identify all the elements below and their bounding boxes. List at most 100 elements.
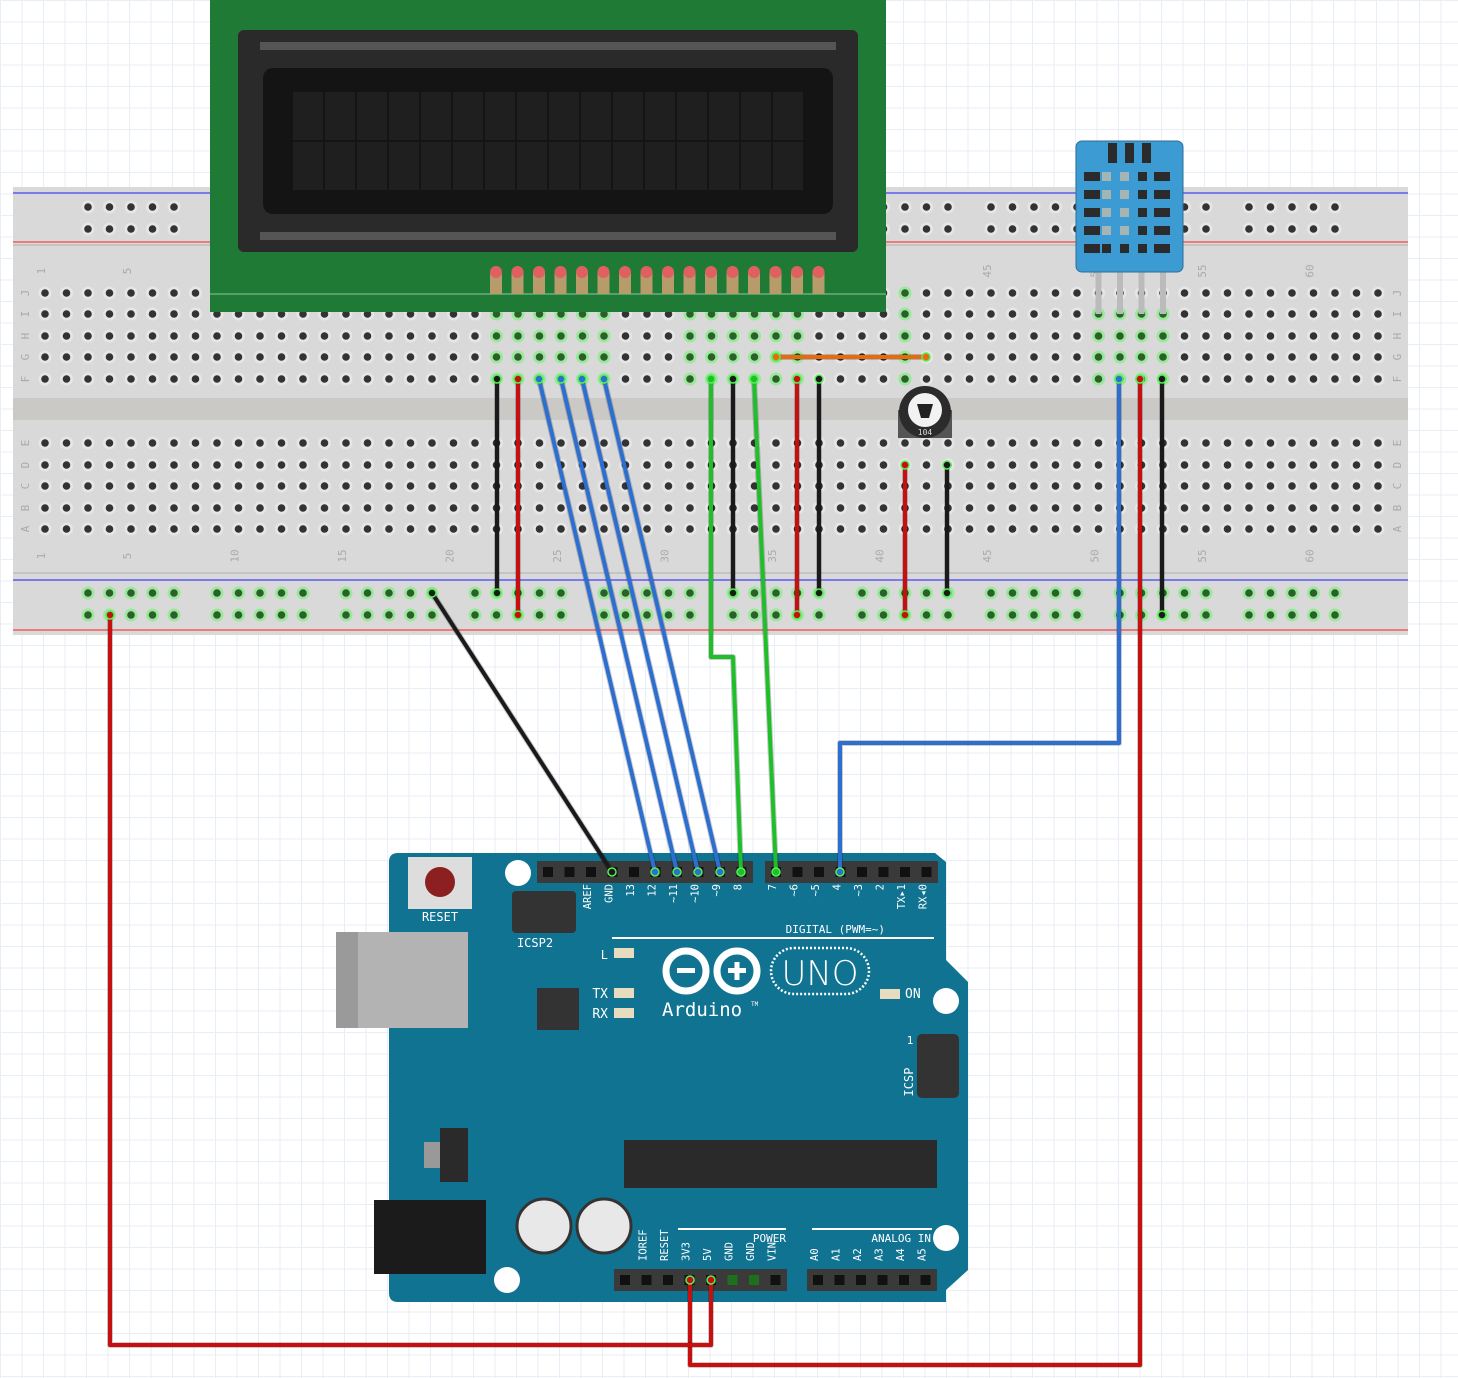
breadboard-hole[interactable]: [471, 310, 479, 318]
breadboard-hole[interactable]: [1266, 332, 1275, 340]
breadboard-hole[interactable]: [1245, 375, 1253, 383]
breadboard-hole[interactable]: [643, 439, 651, 447]
breadboard-hole[interactable]: [84, 439, 92, 447]
breadboard-hole[interactable]: [213, 461, 221, 469]
breadboard-hole[interactable]: [987, 525, 995, 533]
wire-end[interactable]: [577, 374, 587, 384]
dht11-sensor[interactable]: [1075, 140, 1184, 314]
header-pin[interactable]: [878, 867, 889, 877]
breadboard-hole[interactable]: [1008, 611, 1017, 619]
breadboard-hole[interactable]: [1266, 289, 1275, 297]
dht-data-wire[interactable]: [838, 377, 1121, 874]
breadboard-hole[interactable]: [901, 225, 909, 233]
breadboard-hole[interactable]: [105, 289, 114, 297]
breadboard-hole[interactable]: [127, 310, 135, 318]
breadboard-hole[interactable]: [213, 310, 221, 318]
breadboard-hole[interactable]: [1352, 375, 1361, 383]
breadboard-hole[interactable]: [1352, 461, 1361, 469]
breadboard-hole[interactable]: [1094, 482, 1103, 490]
breadboard-hole[interactable]: [148, 461, 157, 469]
wire-end[interactable]: [814, 374, 824, 384]
breadboard-hole[interactable]: [406, 589, 415, 597]
breadboard-hole[interactable]: [879, 439, 888, 447]
breadboard-hole[interactable]: [772, 525, 780, 533]
breadboard-hole[interactable]: [449, 375, 458, 383]
breadboard-hole[interactable]: [148, 375, 157, 383]
breadboard-hole[interactable]: [299, 375, 307, 383]
breadboard-hole[interactable]: [1094, 439, 1103, 447]
breadboard-hole[interactable]: [1245, 203, 1253, 211]
breadboard-hole[interactable]: [127, 203, 135, 211]
breadboard-hole[interactable]: [213, 589, 221, 597]
breadboard-hole[interactable]: [557, 504, 565, 512]
breadboard-hole[interactable]: [879, 589, 888, 597]
breadboard-hole[interactable]: [1331, 589, 1339, 597]
breadboard-hole[interactable]: [772, 504, 780, 512]
breadboard-hole[interactable]: [148, 589, 157, 597]
breadboard-hole[interactable]: [1331, 461, 1339, 469]
breadboard-hole[interactable]: [1374, 289, 1382, 297]
breadboard-hole[interactable]: [1374, 310, 1382, 318]
breadboard-hole[interactable]: [987, 332, 995, 340]
breadboard-hole[interactable]: [1051, 525, 1060, 533]
breadboard-hole[interactable]: [428, 332, 436, 340]
breadboard-hole[interactable]: [127, 525, 135, 533]
breadboard-hole[interactable]: [858, 589, 866, 597]
breadboard-hole[interactable]: [320, 353, 329, 361]
breadboard-hole[interactable]: [1266, 461, 1275, 469]
breadboard-hole[interactable]: [191, 504, 200, 512]
breadboard-hole[interactable]: [879, 525, 888, 533]
breadboard-hole[interactable]: [277, 353, 286, 361]
breadboard-hole[interactable]: [1073, 332, 1081, 340]
breadboard-hole[interactable]: [170, 289, 178, 297]
breadboard-hole[interactable]: [664, 525, 673, 533]
wire-end[interactable]: [492, 374, 502, 384]
breadboard-hole[interactable]: [191, 375, 200, 383]
breadboard-hole[interactable]: [793, 332, 802, 340]
breadboard-hole[interactable]: [1352, 482, 1361, 490]
breadboard-hole[interactable]: [105, 353, 114, 361]
breadboard-hole[interactable]: [1008, 525, 1017, 533]
breadboard-hole[interactable]: [428, 439, 436, 447]
breadboard-hole[interactable]: [1245, 589, 1253, 597]
breadboard-hole[interactable]: [277, 375, 286, 383]
breadboard-hole[interactable]: [234, 589, 243, 597]
breadboard-hole[interactable]: [213, 439, 221, 447]
breadboard-hole[interactable]: [686, 461, 694, 469]
breadboard-hole[interactable]: [1180, 589, 1189, 597]
breadboard-hole[interactable]: [1008, 225, 1017, 233]
breadboard-hole[interactable]: [62, 353, 71, 361]
breadboard-hole[interactable]: [879, 504, 888, 512]
header-pin[interactable]: [727, 1275, 738, 1285]
breadboard-hole[interactable]: [492, 611, 501, 619]
breadboard-hole[interactable]: [406, 310, 415, 318]
breadboard-hole[interactable]: [1159, 353, 1167, 361]
wire-end[interactable]: [599, 374, 609, 384]
breadboard-hole[interactable]: [406, 482, 415, 490]
breadboard-hole[interactable]: [1288, 504, 1296, 512]
breadboard-hole[interactable]: [84, 332, 92, 340]
wire-end[interactable]: [427, 588, 437, 598]
breadboard-hole[interactable]: [557, 525, 565, 533]
breadboard-hole[interactable]: [535, 589, 544, 597]
breadboard-hole[interactable]: [1223, 482, 1232, 490]
breadboard-hole[interactable]: [1180, 525, 1189, 533]
breadboard-hole[interactable]: [1309, 461, 1318, 469]
breadboard-hole[interactable]: [686, 439, 694, 447]
breadboard-hole[interactable]: [1030, 611, 1038, 619]
breadboard-hole[interactable]: [342, 439, 350, 447]
breadboard-hole[interactable]: [471, 482, 479, 490]
lcd-d5-wire[interactable]: [580, 377, 700, 874]
breadboard-hole[interactable]: [1073, 611, 1081, 619]
breadboard-hole[interactable]: [1051, 504, 1060, 512]
breadboard-hole[interactable]: [901, 332, 909, 340]
breadboard-hole[interactable]: [901, 439, 909, 447]
breadboard-hole[interactable]: [1030, 461, 1038, 469]
breadboard-hole[interactable]: [621, 439, 630, 447]
breadboard-hole[interactable]: [922, 332, 931, 340]
breadboard-hole[interactable]: [105, 439, 114, 447]
breadboard-hole[interactable]: [1266, 482, 1275, 490]
breadboard-hole[interactable]: [406, 353, 415, 361]
breadboard-hole[interactable]: [1051, 589, 1060, 597]
wire-end[interactable]: [728, 588, 738, 598]
